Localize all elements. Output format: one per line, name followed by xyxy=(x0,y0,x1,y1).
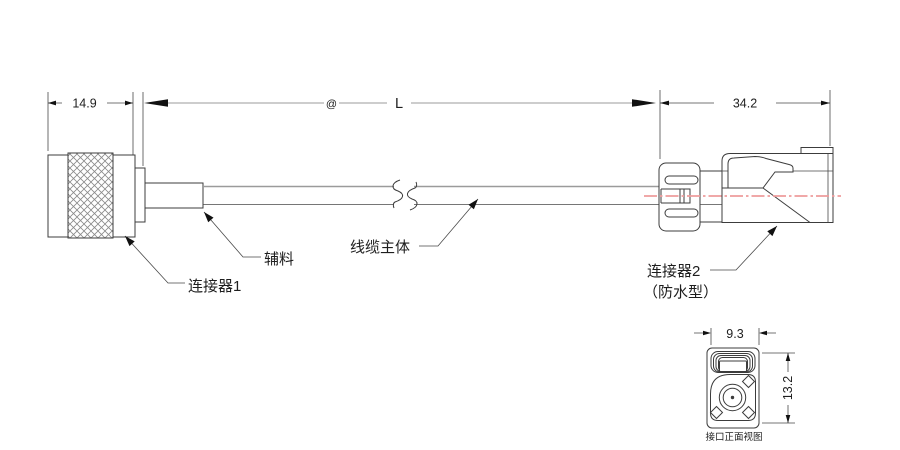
dimension-connector2-length: 34.2 xyxy=(660,97,830,111)
leader-cable-body xyxy=(419,198,479,247)
dim-connector1-value: 14.9 xyxy=(72,97,96,111)
front-view-key-tab-bl xyxy=(709,405,724,420)
connector2-side-view xyxy=(644,147,841,232)
dim-connector2-value: 34.2 xyxy=(733,97,757,111)
label-auxiliary-material: 辅料 xyxy=(264,251,294,268)
cable-break-right xyxy=(407,181,418,211)
label-cable-body: 线缆主体 xyxy=(350,239,410,256)
extension-lines xyxy=(47,90,831,166)
connector1-right-ring xyxy=(112,154,136,238)
connector1-knurled-grip xyxy=(67,152,114,239)
leader-auxiliary xyxy=(203,211,261,258)
connector1-step xyxy=(134,167,146,223)
connector1-ferrule xyxy=(144,182,204,209)
dim-cable-length-value: L xyxy=(395,96,403,112)
front-view-inner-contact xyxy=(722,387,743,408)
leader-connector1 xyxy=(124,235,185,284)
front-view-key-tab-br xyxy=(741,405,756,420)
connector1-left-ring xyxy=(47,154,69,238)
leader-connector2 xyxy=(710,225,778,271)
dimension-cable-length: @ L xyxy=(144,96,656,112)
front-view-outer-contact xyxy=(718,383,747,412)
callouts: 连接器1 辅料 线缆主体 连接器2 （防水型） xyxy=(124,198,778,301)
front-view-key-tab-tr xyxy=(741,374,756,389)
label-connector1: 连接器1 xyxy=(188,278,241,295)
interface-front-view: 9.3 13.2 接口正面视图 xyxy=(694,327,795,443)
label-connector2: 连接器2 xyxy=(647,263,700,280)
front-view-caption: 接口正面视图 xyxy=(705,431,762,443)
connector2-latch xyxy=(727,155,794,189)
cable-body xyxy=(203,179,659,211)
dim-front-height-value: 13.2 xyxy=(781,376,795,400)
connector1-side-view xyxy=(47,152,204,239)
label-connector2-type: （防水型） xyxy=(643,284,718,301)
connector2-nut-slot-bottom xyxy=(664,208,699,218)
connector2-nut-slot-top xyxy=(664,175,699,185)
cable-break-left xyxy=(392,179,403,209)
front-view-center-pin xyxy=(730,395,735,400)
connector2-top-tab xyxy=(800,147,834,154)
dimension-connector1-length: 14.9 xyxy=(48,97,133,111)
dim-front-width-value: 9.3 xyxy=(726,327,743,341)
dim-at-symbol: @ xyxy=(326,99,337,111)
